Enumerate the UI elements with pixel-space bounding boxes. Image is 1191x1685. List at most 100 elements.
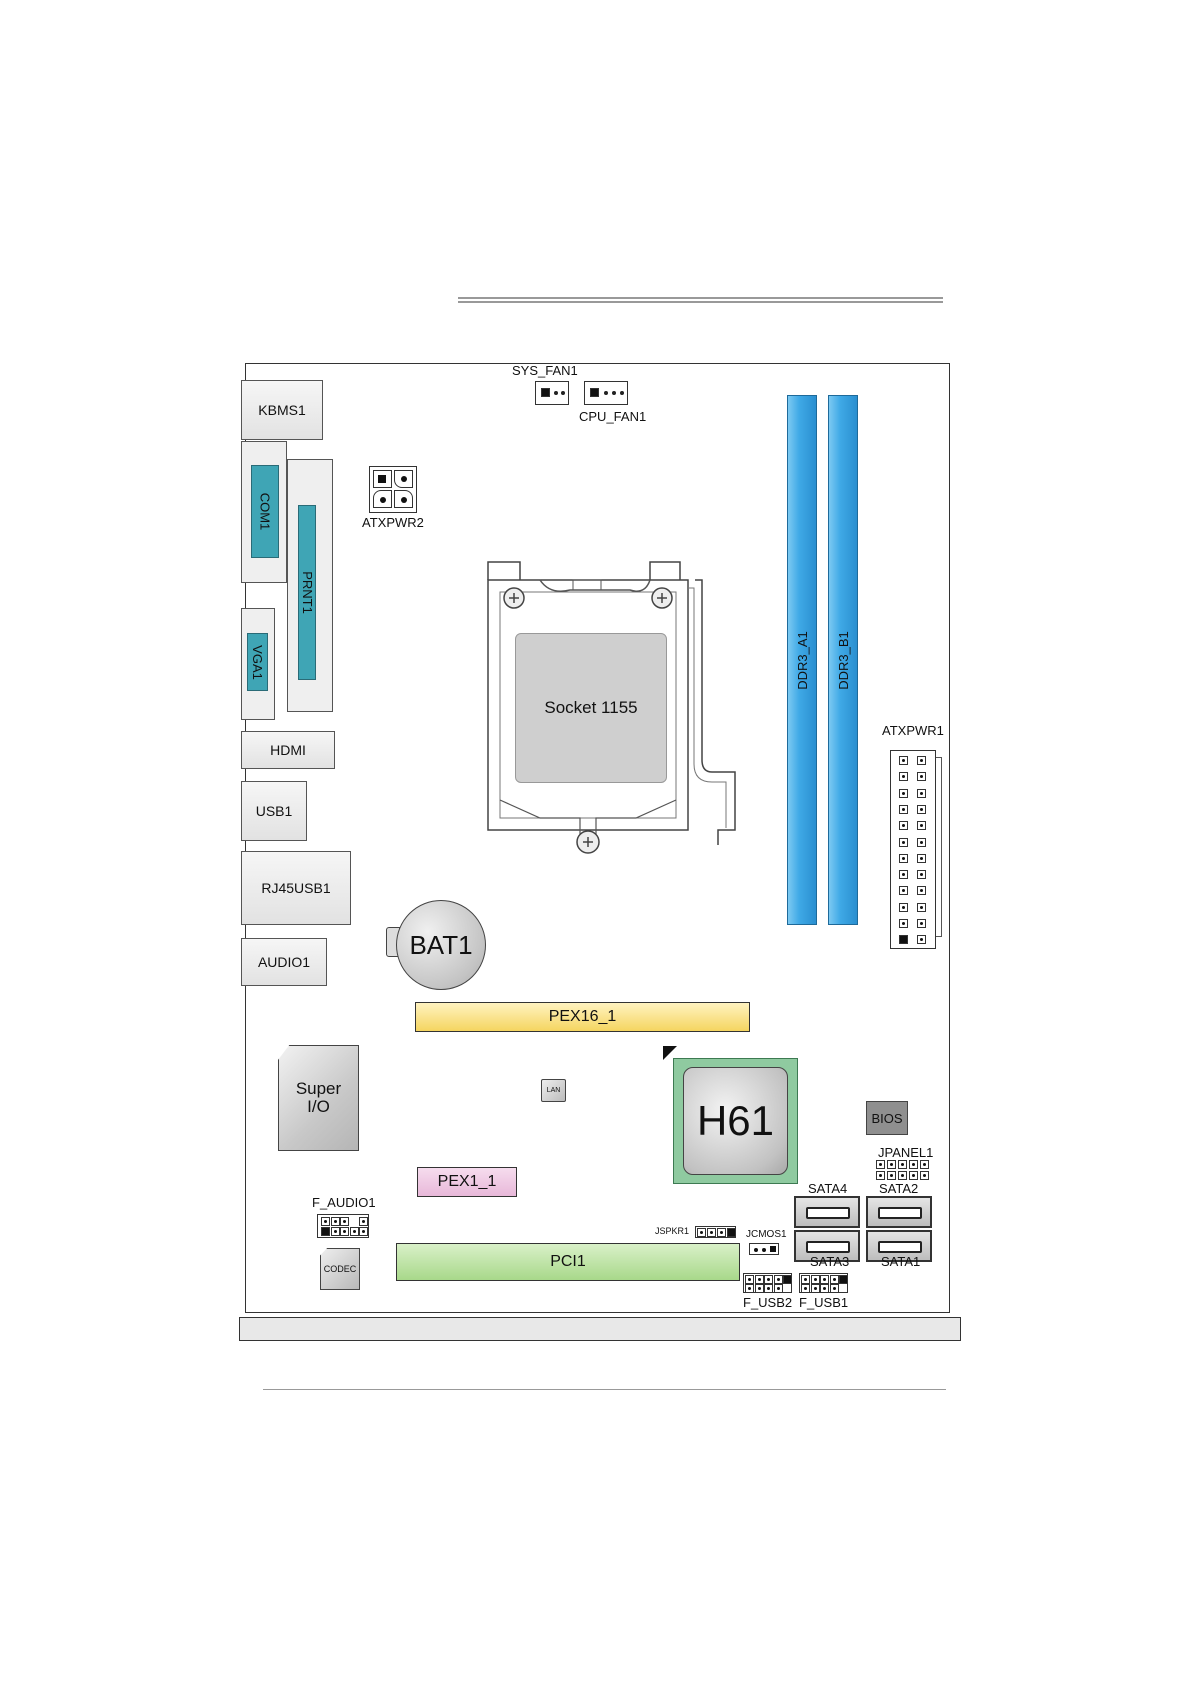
header-pin [909,1171,918,1180]
super-io-chip: Super I/O [278,1045,359,1151]
header-pin [899,919,908,928]
header-pin [783,1275,792,1284]
vga-label: VGA1 [250,645,265,680]
f-audio-label: F_AUDIO1 [312,1195,376,1210]
codec-chip: CODEC [320,1248,360,1290]
vga-connector: VGA1 [247,633,268,691]
header-pin [839,1275,848,1284]
header-pin [321,1227,330,1236]
header-pin [917,903,926,912]
header-pin [898,1171,907,1180]
pcie-x16-slot: PEX16_1 [415,1002,750,1032]
header-pin [876,1160,885,1169]
header-pin [830,1284,839,1293]
header-pin [717,1228,726,1237]
f-usb2-label: F_USB2 [743,1295,792,1310]
header-pin [899,805,908,814]
header-pin [917,756,926,765]
kbms-port: KBMS1 [241,380,323,440]
header-pin [899,821,908,830]
f-audio-header [317,1214,369,1238]
header-pin [359,1217,368,1226]
header-pin [340,1227,349,1236]
chipset: H61 [683,1067,788,1175]
header-pin [899,935,908,944]
header-pin [801,1275,810,1284]
header-pin [745,1275,754,1284]
header-pin [909,1160,918,1169]
header-pin [917,772,926,781]
header-pin [899,854,908,863]
f-usb2-header [743,1273,792,1293]
header-pin [811,1275,820,1284]
f-usb1-header [799,1273,848,1293]
header-pin [899,870,908,879]
header-pin [899,789,908,798]
atxpwr2-label: ATXPWR2 [362,515,424,530]
header-pin [755,1284,764,1293]
header-pin [755,1275,764,1284]
atxpwr1-latch [936,757,942,937]
pci-slot: PCI1 [396,1243,740,1281]
header-pin [820,1284,829,1293]
dimm-slot-b1: DDR3_B1 [828,395,858,925]
atxpwr1-connector [890,750,936,949]
dimm-b1-label: DDR3_B1 [836,631,851,690]
header-pin [745,1284,754,1293]
header-pin [887,1171,896,1180]
cpu-fan-label: CPU_FAN1 [579,409,646,424]
header-rule [458,297,943,303]
f-usb1-label: F_USB1 [799,1295,848,1310]
sata3-label: SATA3 [810,1254,849,1269]
header-pin [350,1227,359,1236]
prnt-connector: PRNT1 [298,505,316,680]
header-pin [917,919,926,928]
header-pin [774,1284,783,1293]
bios-chip: BIOS [866,1101,908,1135]
header-pin [707,1228,716,1237]
header-pin [917,821,926,830]
header-pin [774,1275,783,1284]
header-pin [340,1217,349,1226]
header-pin [359,1227,368,1236]
hdmi-port: HDMI [241,731,335,769]
header-pin [920,1171,929,1180]
sys-fan-header [535,381,569,405]
audio-port: AUDIO1 [241,938,327,986]
jcmos-label: JCMOS1 [746,1229,787,1240]
header-pin [801,1284,810,1293]
header-pin [898,1160,907,1169]
header-pin [917,854,926,863]
rj45usb-port: RJ45USB1 [241,851,351,925]
sata2-label: SATA2 [879,1181,918,1196]
header-pin [331,1227,340,1236]
sata4-port [794,1196,860,1228]
sata1-label: SATA1 [881,1254,920,1269]
header-pin [917,838,926,847]
header-pin [811,1284,820,1293]
header-pin [697,1228,706,1237]
super-io-line1: Super [296,1080,341,1098]
com-connector: COM1 [251,465,279,558]
header-pin [899,903,908,912]
board-edge-bar [239,1317,961,1341]
header-pin [917,805,926,814]
jspkr-label: JSPKR1 [655,1226,689,1236]
lan-chip: LAN [541,1079,566,1102]
dimm-slot-a1: DDR3_A1 [787,395,817,925]
header-pin [917,886,926,895]
header-pin [917,935,926,944]
jspkr-header [695,1226,736,1238]
cpu-socket: Socket 1155 [515,633,667,783]
footer-rule [263,1389,946,1390]
atxpwr2-connector [369,466,417,513]
dimm-a1-label: DDR3_A1 [795,631,810,690]
atxpwr1-label: ATXPWR1 [882,723,944,738]
pcie-x1-slot: PEX1_1 [417,1167,517,1197]
header-pin [764,1284,773,1293]
cpu-fan-header [584,381,628,405]
header-pin [917,870,926,879]
header-pin [887,1160,896,1169]
header-pin [899,756,908,765]
header-pin [820,1275,829,1284]
